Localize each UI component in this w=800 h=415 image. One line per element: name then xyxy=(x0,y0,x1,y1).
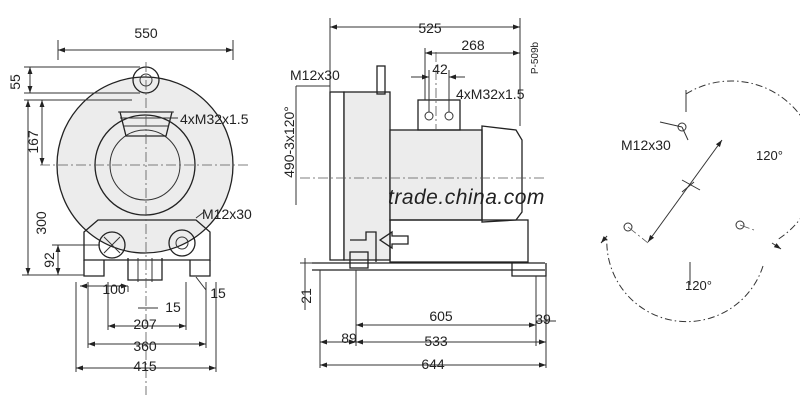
dim-base-605: 605 xyxy=(429,308,453,324)
dim-mount-360: 360 xyxy=(133,338,157,354)
dim-upper-height: 167 xyxy=(25,130,41,154)
label-top-port: 4xM32x1.5 xyxy=(180,111,249,127)
dim-base-533: 533 xyxy=(424,333,448,349)
front-view: 550 55 167 300 92 100 15 15 207 360 415 … xyxy=(7,25,252,395)
label-bolt: M12x30 xyxy=(290,67,340,83)
dim-mount-207: 207 xyxy=(133,316,157,332)
flange-label-bolt: M12x30 xyxy=(621,137,671,153)
dim-lower-height: 300 xyxy=(33,211,49,235)
dim-base-height: 21 xyxy=(298,288,314,304)
flange-angle-bottom: 120° xyxy=(685,278,712,293)
flange-view: M12x30 120° 120° xyxy=(600,80,800,323)
dim-hole-offset: 15 xyxy=(165,299,181,315)
drawing-code: P-509b xyxy=(530,41,541,74)
dim-length-268: 268 xyxy=(461,37,485,53)
dim-bolt-circle: 490-3x120° xyxy=(281,106,297,178)
dim-base-644: 644 xyxy=(421,356,445,372)
dim-base-39: 39 xyxy=(535,311,551,327)
label-port-thread: 4xM32x1.5 xyxy=(456,86,525,102)
side-view: P-509b 525 268 42 4xM32x1.5 M12x30 490-3… xyxy=(281,18,556,372)
dim-hole-offset-right: 15 xyxy=(210,285,226,301)
dim-eye-height: 55 xyxy=(7,74,23,90)
side-view-body xyxy=(300,52,547,277)
label-side-thread: M12x30 xyxy=(202,206,252,222)
dim-width-overall: 550 xyxy=(134,25,158,41)
dim-foot-height: 92 xyxy=(41,252,57,268)
front-view-dimension-lines xyxy=(22,40,234,372)
dim-base-89: 89 xyxy=(341,330,357,346)
flange-angle-top: 120° xyxy=(756,148,783,163)
watermark: trade.china.com xyxy=(388,186,545,209)
dim-length-525: 525 xyxy=(418,20,442,36)
dim-foot-spacing: 100 xyxy=(102,281,126,297)
flange-view-lines xyxy=(600,80,800,323)
front-view-body xyxy=(40,62,250,395)
side-view-dimension-lines xyxy=(295,18,556,368)
dim-base-width: 415 xyxy=(133,358,157,374)
dim-length-42: 42 xyxy=(432,61,448,77)
